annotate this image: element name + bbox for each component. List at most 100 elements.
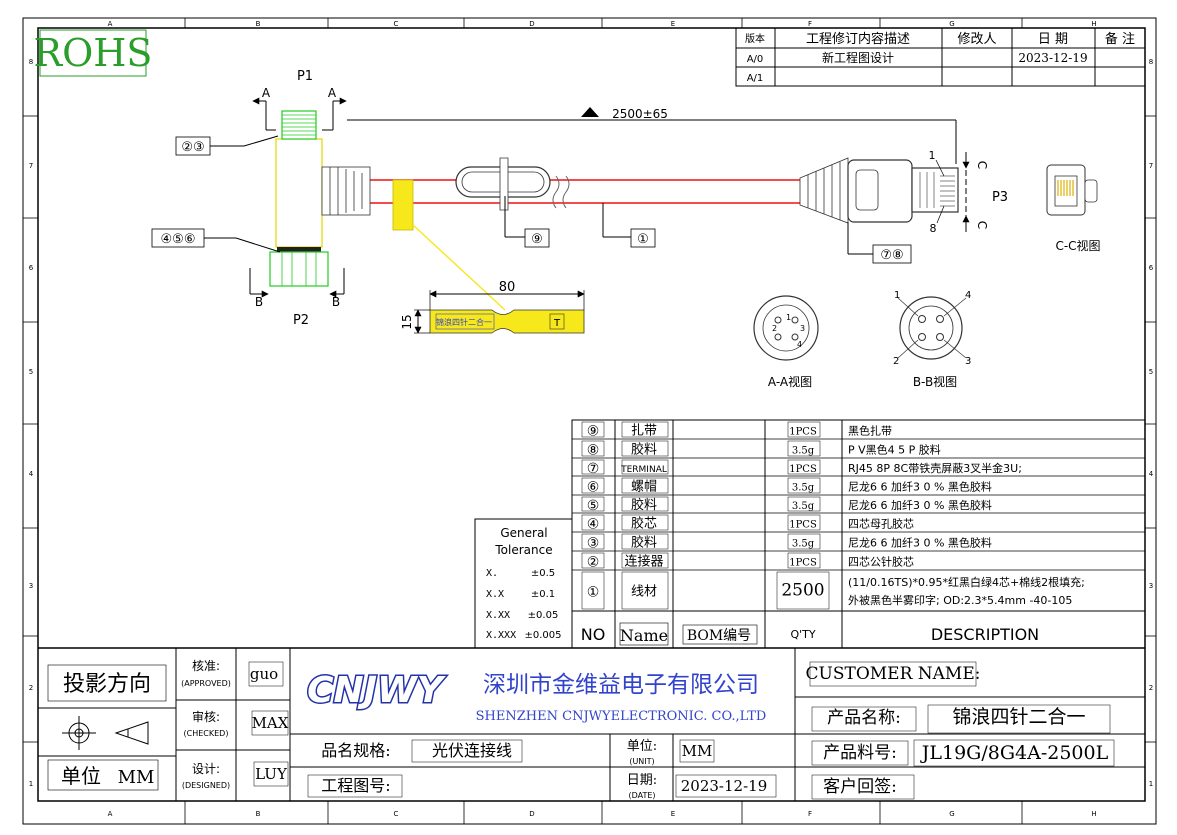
grid-col-top-C: C — [394, 20, 399, 28]
bb-pin-4: 4 — [965, 290, 971, 301]
tolerance-value: ±0.1 — [531, 589, 555, 600]
bom-row-no: ⑥ — [587, 480, 600, 496]
grid-row-left-1: 1 — [29, 780, 33, 788]
cable-label-tag — [392, 179, 414, 231]
label-tag-detail: 锦浪四针二合一 T 80 15 — [400, 280, 585, 334]
project-number-label: 工程图号: — [321, 776, 390, 795]
part-number-value: JL19G/8G4A-2500L — [920, 742, 1109, 764]
p2-gasket — [277, 247, 321, 252]
projection-symbol — [62, 716, 149, 750]
projection-label: 投影方向 — [63, 672, 151, 697]
product-name-label: 产品名称: — [827, 708, 901, 728]
approved-by: guo — [250, 665, 278, 683]
outer-border — [22, 17, 1157, 825]
p1-thread — [281, 110, 317, 140]
bom-row-qty: 1PCS — [789, 558, 817, 569]
bom-row-name: 胶芯 — [631, 516, 657, 532]
section-c-bottom: C — [975, 221, 989, 229]
rev-row-date: 2023-12-19 — [1018, 51, 1087, 65]
unit2-label-en: (UNIT) — [629, 757, 654, 766]
bb-view-label: B-B视图 — [913, 374, 957, 389]
bom-row-qty: 3.5g — [792, 539, 815, 550]
bom-row-desc: 尼龙6 6 加纤3 0 % 黑色胶料 — [848, 480, 992, 494]
tolerance-precision: X.XX — [486, 610, 510, 621]
tolerance-value: ±0.05 — [528, 610, 559, 621]
tolerance-value: ±0.005 — [524, 630, 561, 641]
bom-row-desc: 尼龙6 6 加纤3 0 % 黑色胶料 — [848, 536, 992, 550]
bom-header-qty: Q'TY — [790, 628, 815, 641]
bom-row-name: 线材 — [631, 585, 657, 600]
grid-col-top-F: F — [808, 20, 812, 28]
bom-row-no: ⑤ — [587, 498, 600, 514]
grid-row-right-1: 1 — [1149, 780, 1153, 788]
p1-label: P1 — [297, 69, 313, 84]
callout-1: ① — [637, 232, 649, 247]
grid-col-bottom-G: G — [949, 810, 954, 818]
grid-row-right-2: 2 — [1149, 684, 1153, 692]
pin-1-label: 1 — [929, 149, 936, 162]
aa-view: 2 1 3 4 A-A视图 — [753, 295, 819, 389]
checked-by: MAX — [252, 714, 289, 732]
grid-row-right-7: 7 — [1149, 162, 1153, 170]
unit2-label-cn: 单位: — [627, 739, 657, 754]
grid-row-right-5: 5 — [1149, 368, 1153, 376]
designed-label-cn: 设计: — [192, 762, 220, 776]
part-number-label: 产品料号: — [823, 743, 897, 763]
section-b-right: B — [332, 295, 340, 309]
grid-row-left-4: 4 — [29, 470, 34, 478]
grid-reference-marks — [23, 18, 1156, 824]
rev-header-date: 日 期 — [1038, 32, 1068, 47]
p2-nut — [269, 251, 329, 287]
tolerance-precision: X. — [486, 568, 498, 579]
callout-78: ⑦⑧ — [880, 248, 903, 263]
general-tolerance-box: General Tolerance X.±0.5X.X±0.1X.XX±0.05… — [474, 518, 573, 649]
bom-row-qty: 3.5g — [792, 446, 815, 457]
grid-row-right-4: 4 — [1149, 470, 1154, 478]
bom-row-desc: (11/0.16TS)*0.95*红黑白绿4芯+棉线2根填充; — [848, 575, 1085, 589]
approved-label-en: (APPROVED) — [181, 679, 231, 688]
grid-col-bottom-A: A — [108, 810, 113, 818]
tolerance-precision: X.XXX — [486, 630, 516, 641]
grid-col-bottom-D: D — [529, 810, 534, 818]
bom-row-qty: 2500 — [781, 581, 824, 601]
grid-col-top-E: E — [671, 20, 675, 28]
bb-pin-1: 1 — [894, 290, 900, 301]
bom-row-desc: 尼龙6 6 加纤3 0 % 黑色胶料 — [848, 498, 992, 512]
p2-label: P2 — [293, 313, 309, 328]
bom-row-name: 螺帽 — [631, 479, 657, 495]
bom-row-desc: P V黑色4 5 P 胶料 — [848, 443, 941, 457]
grid-col-top-D: D — [529, 20, 534, 28]
date-value: 2023-12-19 — [681, 777, 767, 795]
customer-approval-label: 客户回签: — [823, 777, 897, 797]
grid-row-right-8: 8 — [1149, 58, 1153, 66]
approved-label-cn: 核准: — [192, 659, 220, 673]
rev-header-version: 版本 — [745, 32, 765, 45]
rj45-plug — [911, 167, 959, 213]
label-tag-mark: T — [553, 318, 561, 329]
rohs-mark: ROHS — [34, 31, 153, 75]
title-block: 投影方向 单位 MM 核准: (APPROVED) guo 审核: (CHECK… — [38, 647, 1145, 801]
bom-header-name: Name — [620, 626, 668, 645]
grid-row-left-2: 2 — [29, 684, 33, 692]
p1-connector-body — [275, 138, 323, 248]
section-c-top: C — [975, 161, 989, 169]
aa-pin-2: 2 — [772, 324, 777, 333]
rohs-box — [39, 29, 147, 77]
bom-row-no: ① — [587, 585, 600, 601]
p3-strain-relief — [799, 157, 849, 224]
designed-label-en: (DESIGNED) — [182, 781, 230, 790]
bom-row-desc: 四芯公针胶芯 — [848, 555, 914, 569]
cc-view-label: C-C视图 — [1055, 238, 1100, 253]
bom-row-qty: 3.5g — [792, 483, 815, 494]
tolerance-title-1: General — [500, 526, 547, 540]
dim-80: 80 — [499, 280, 516, 295]
bom-row-name: 胶料 — [631, 442, 657, 458]
customer-name-label: CUSTOMER NAME: — [806, 664, 981, 684]
designed-by: LUY — [255, 765, 288, 783]
bom-header-desc: DESCRIPTION — [931, 625, 1039, 644]
grid-col-bottom-H: H — [1091, 810, 1096, 818]
bom-row-desc: RJ45 8P 8C带铁壳屏蔽3叉半金3U; — [848, 461, 1022, 475]
aa-pin-4: 4 — [797, 340, 802, 349]
